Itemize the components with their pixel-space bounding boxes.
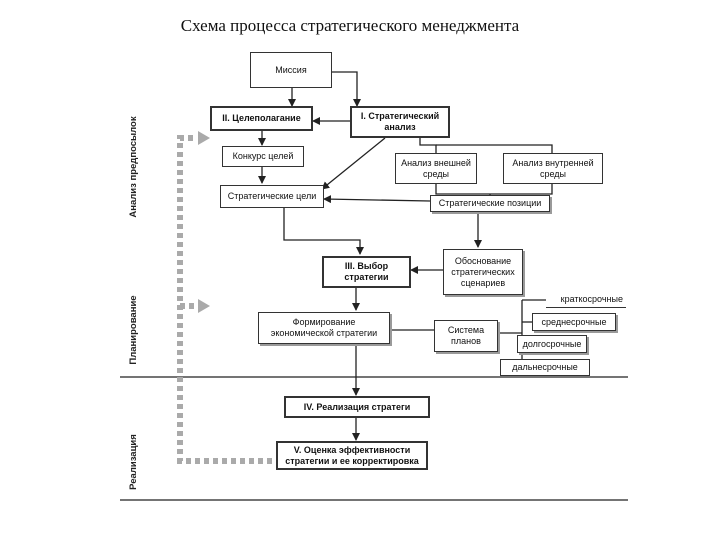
box-formation: Формирование экономической стратегии bbox=[258, 312, 390, 344]
box-scenario-rationale: Обоснование стратегических сценариев bbox=[443, 249, 523, 295]
section-label-implementation: Реализация bbox=[128, 434, 139, 490]
arrow-positions-goals bbox=[323, 195, 431, 204]
arrow-analysis-strategic-goals bbox=[321, 137, 386, 190]
box-short-term: краткосрочные bbox=[546, 291, 626, 308]
box-mid-term: среднесрочные bbox=[532, 313, 616, 331]
box-implementation: IV. Реализация стратеги bbox=[284, 396, 430, 418]
box-plan-system: Система планов bbox=[434, 320, 498, 352]
loop-arrowhead-top bbox=[198, 131, 210, 145]
box-mission: Миссия bbox=[250, 52, 332, 88]
line-env-bracket bbox=[435, 184, 553, 195]
box-goal-setting: II. Целеполагание bbox=[210, 106, 313, 131]
page-title: Схема процесса стратегического менеджмен… bbox=[180, 16, 520, 35]
loop-arrowhead-mid bbox=[198, 299, 210, 313]
box-evaluation: V. Оценка эффективности стратегии и ее к… bbox=[276, 441, 428, 470]
feedback-loop bbox=[177, 135, 272, 464]
box-strategic-analysis: I. Стратегический анализ bbox=[350, 106, 450, 138]
box-external-env: Анализ внешней среды bbox=[395, 153, 477, 184]
line-analysis-internal bbox=[436, 144, 553, 153]
box-strategic-positions: Стратегические позиции bbox=[430, 195, 550, 212]
box-internal-env: Анализ внутренней среды bbox=[503, 153, 603, 184]
arrow-goals-choice bbox=[283, 208, 364, 255]
arrow-mission-analysis bbox=[332, 71, 361, 107]
box-long-term: долгосрочные bbox=[517, 335, 587, 353]
box-strategic-goals: Стратегические цели bbox=[220, 185, 324, 208]
box-goal-contest: Конкурс целей bbox=[222, 146, 304, 167]
box-far-term: дальнесрочные bbox=[500, 359, 590, 376]
section-label-premises: Анализ предпосылок bbox=[128, 116, 139, 218]
box-strategy-choice: III. Выбор стратегии bbox=[322, 256, 411, 288]
line-analysis-external bbox=[419, 138, 437, 153]
section-label-planning: Планирование bbox=[128, 295, 139, 365]
